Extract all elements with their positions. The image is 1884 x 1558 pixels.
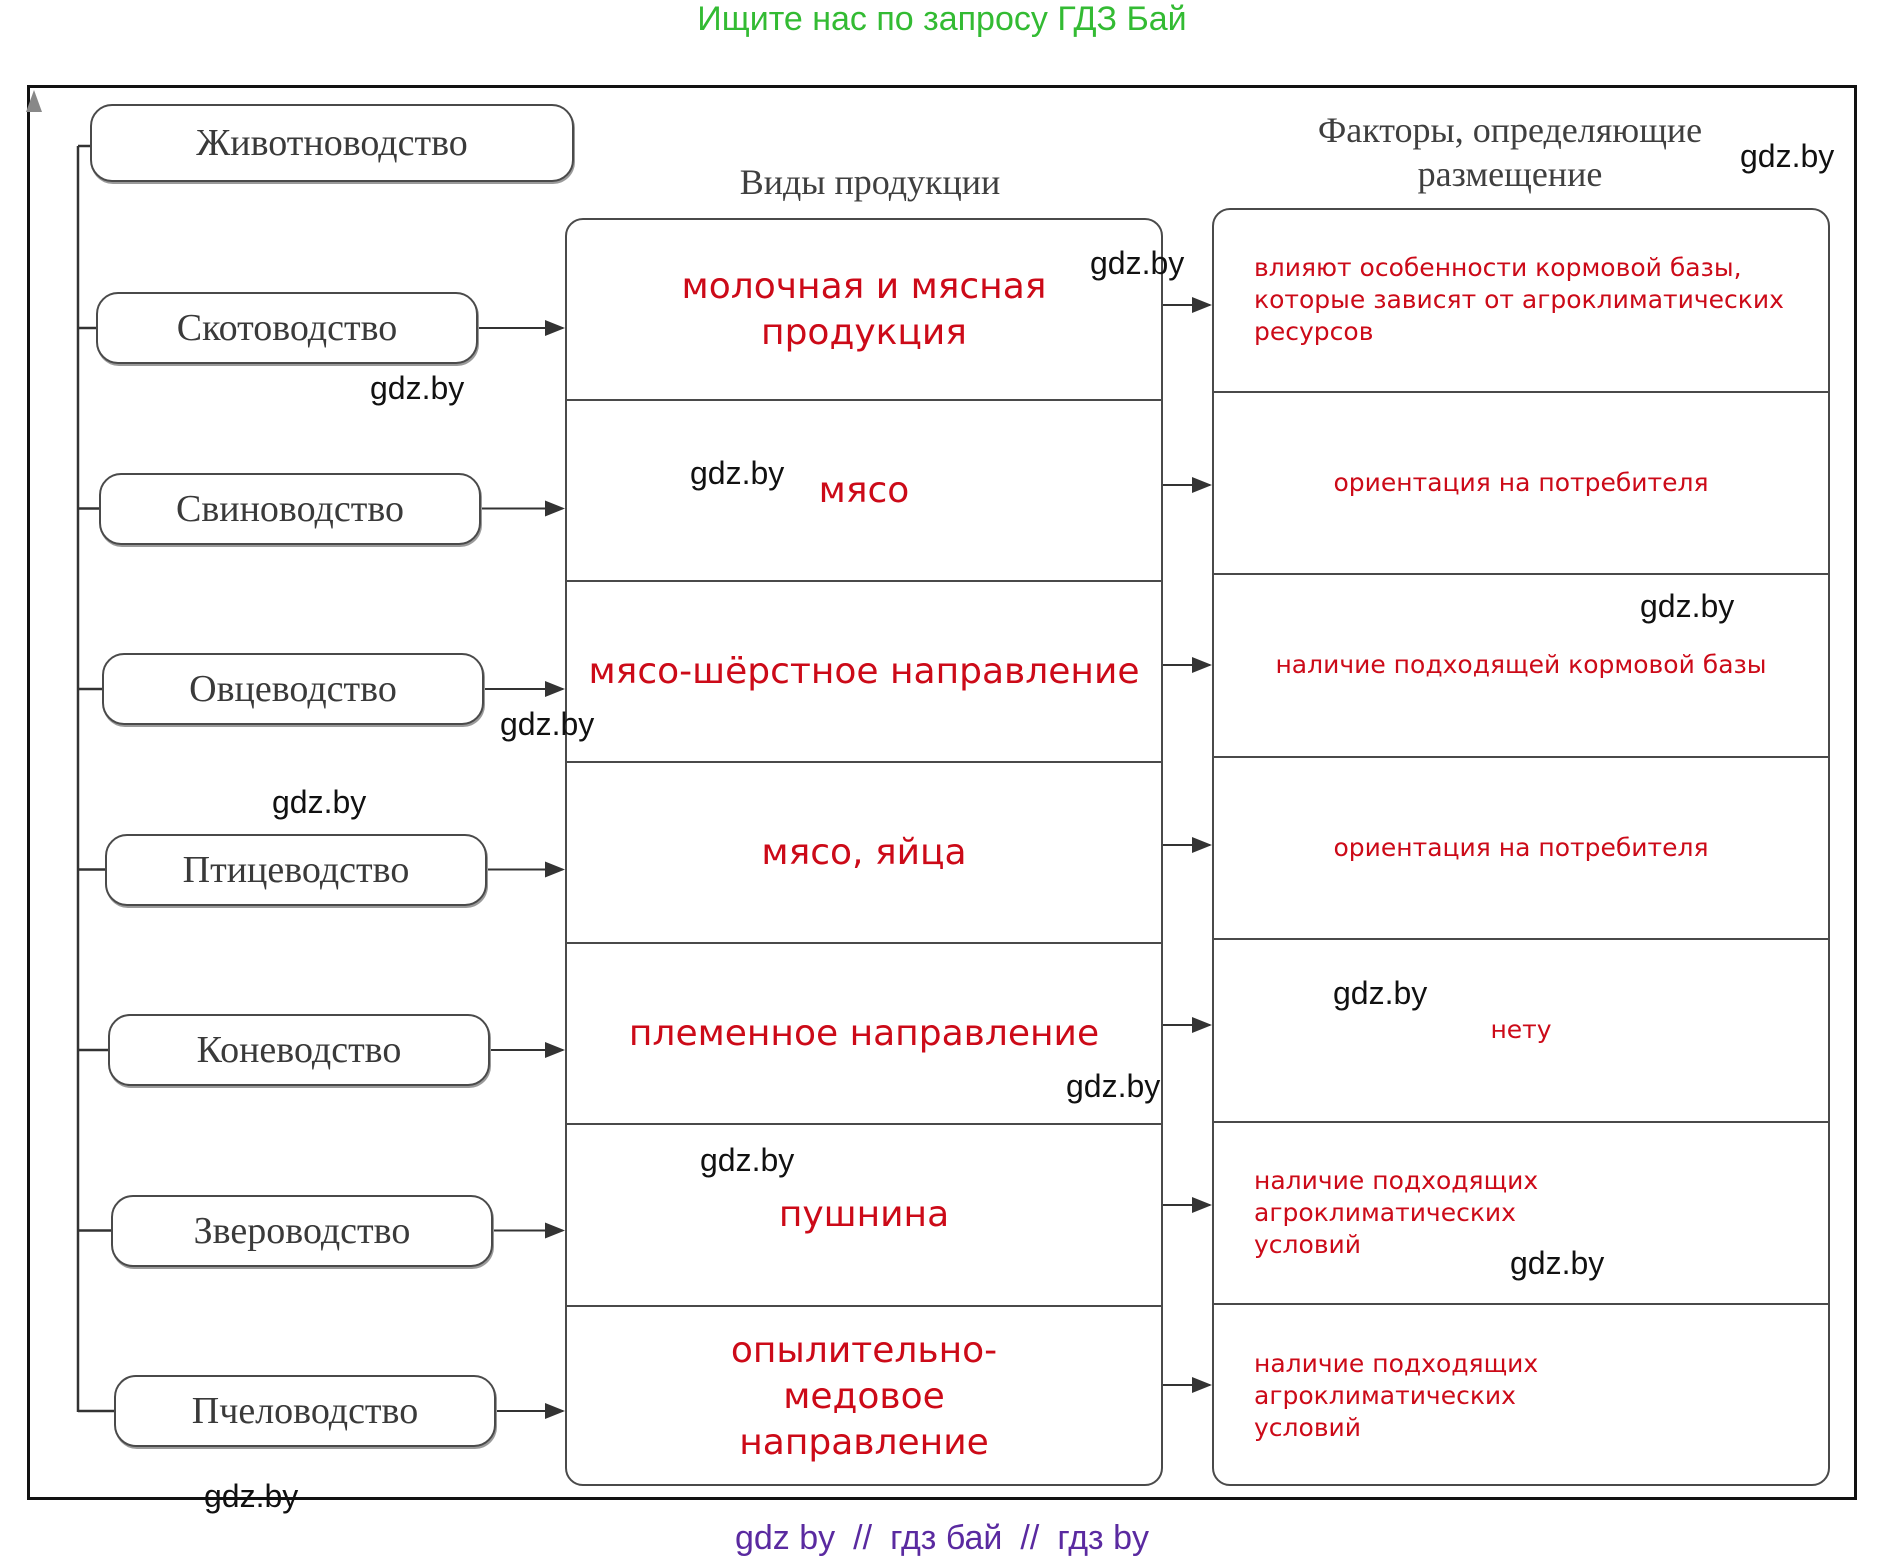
products-header: Виды продукции <box>739 162 1001 202</box>
bottom-link-2[interactable]: гдз бай <box>890 1519 1003 1557</box>
watermark-text: gdz.by <box>1066 1068 1161 1104</box>
product-cell: мясо, яйца <box>567 763 1161 945</box>
factor-cell: наличие подходящих агроклиматических усл… <box>1254 1349 1539 1443</box>
root-node: Животноводство <box>90 104 574 182</box>
separator: // <box>853 1519 873 1557</box>
factors-header: Факторы, определяющие размещение <box>1317 110 1703 194</box>
factor-cell: наличие подходящих агроклиматических усл… <box>1214 1123 1828 1305</box>
branch-node: Звероводство <box>111 1194 493 1267</box>
bottom-link-1[interactable]: gdz by <box>734 1519 836 1557</box>
product-cell: молочная и мясная продукция <box>567 220 1161 402</box>
product-cell: мясо-шёрстное направление <box>567 582 1161 764</box>
factors-panel: влияют особенности кормовой базы, которы… <box>1212 208 1830 1486</box>
watermark-text: gdz.by <box>1740 138 1835 174</box>
factor-cell: ориентация на потребителя <box>1214 393 1828 575</box>
branch-node: Свиноводство <box>99 472 481 545</box>
branch-node: Овцеводство <box>102 653 484 725</box>
bottom-link-3[interactable]: гдз by <box>1057 1519 1149 1557</box>
product-cell: пушнина <box>567 1126 1161 1307</box>
branch-node: Пчеловодство <box>114 1375 496 1447</box>
watermark-text: gdz.by <box>500 706 595 742</box>
factor-cell: наличие подходящей кормовой базы <box>1214 575 1828 758</box>
watermark-text: gdz.by <box>700 1142 795 1178</box>
factor-cell: влияют особенности кормовой базы, которы… <box>1214 210 1828 393</box>
top-banner: Ищите нас по запросу ГДЗ Бай <box>697 0 1187 38</box>
product-cell: племенное направление <box>567 944 1161 1126</box>
diagram-frame <box>27 85 1857 1500</box>
branch-node: Скотоводство <box>96 292 478 364</box>
branch-node: Птицеводство <box>105 833 487 906</box>
product-cell: мясо <box>567 401 1161 583</box>
branch-node: Коневодство <box>108 1014 490 1086</box>
factor-cell: ориентация на потребителя <box>1214 758 1828 940</box>
watermark-text: gdz.by <box>370 370 465 406</box>
corner-mark-icon <box>26 90 42 112</box>
watermark-text: gdz.by <box>1090 245 1185 281</box>
separator: // <box>1020 1519 1040 1557</box>
factor-cell: нету <box>1214 940 1828 1123</box>
watermark-text: gdz.by <box>1510 1245 1605 1281</box>
bottom-banner: gdz by // гдз бай // гдз by <box>0 1518 1884 1558</box>
watermark-text: gdz.by <box>272 784 367 820</box>
watermark-text: gdz.by <box>1333 975 1428 1011</box>
watermark-text: gdz.by <box>1640 588 1735 624</box>
watermark-text: gdz.by <box>690 455 785 491</box>
watermark-text: gdz.by <box>204 1478 299 1514</box>
product-cell: опылительно-медовое направление <box>730 1330 998 1464</box>
